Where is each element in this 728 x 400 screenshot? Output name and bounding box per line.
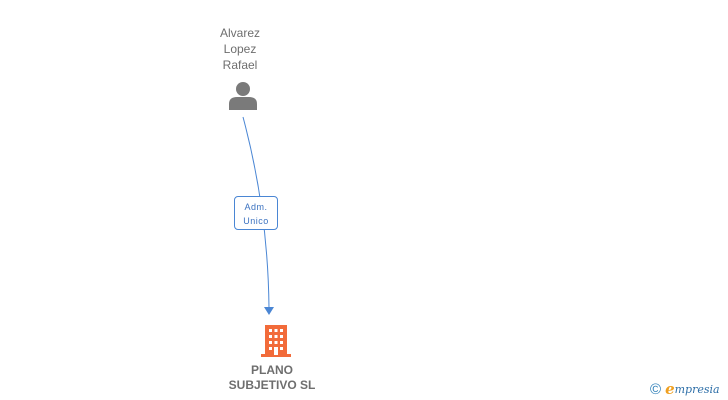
- company-name-line: SUBJETIVO SL: [228, 378, 316, 392]
- brand-initial: e: [665, 380, 675, 398]
- company-name-line: PLANO: [251, 363, 293, 377]
- brand-logo: © e mpresia: [650, 379, 720, 399]
- building-icon[interactable]: [261, 323, 291, 357]
- relation-label[interactable]: Adm. Unico: [234, 196, 278, 230]
- person-name-line: Lopez: [223, 42, 257, 56]
- person-name-line: Alvarez: [219, 26, 260, 40]
- company-name[interactable]: PLANO SUBJETIVO SL: [206, 363, 338, 393]
- relation-arrowhead: [264, 307, 274, 315]
- person-name[interactable]: Alvarez Lopez Rafael: [200, 25, 280, 73]
- relation-label-line: Adm.: [244, 202, 268, 212]
- person-icon[interactable]: [227, 80, 259, 110]
- relation-label-line: Unico: [243, 216, 269, 226]
- person-name-line: Rafael: [222, 58, 258, 72]
- copyright-icon: ©: [650, 380, 662, 398]
- brand-name: mpresia: [674, 382, 720, 396]
